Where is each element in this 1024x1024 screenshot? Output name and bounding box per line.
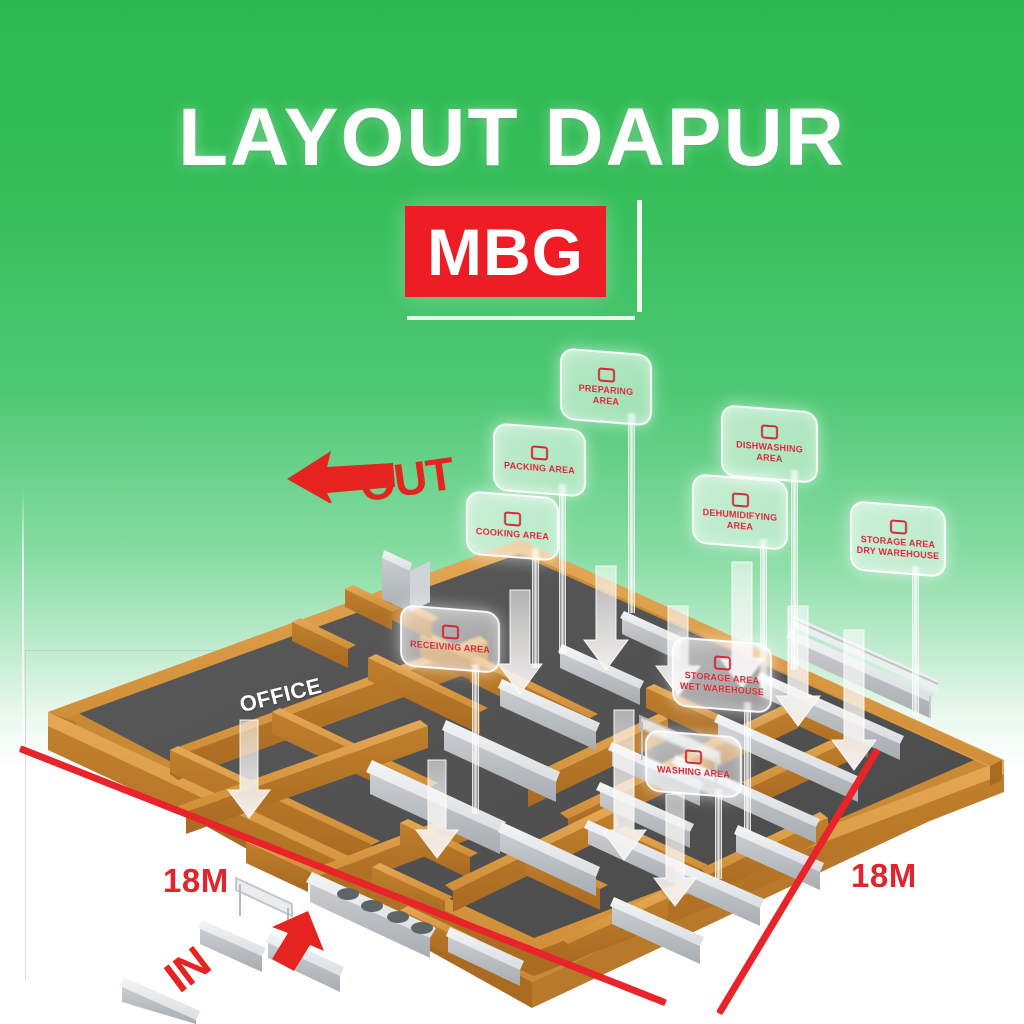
callout-label: DISHWASHING AREA xyxy=(736,439,803,464)
logo-frame-bottom-rule xyxy=(407,316,635,320)
callout-card[interactable]: STORAGE AREA DRY WAREHOUSE xyxy=(850,500,946,578)
callout-label: COOKING AREA xyxy=(475,526,550,543)
decorative-guide-frame xyxy=(25,650,355,980)
note-card-icon xyxy=(504,511,521,528)
callout-label: STORAGE AREA WET WAREHOUSE xyxy=(679,670,765,697)
note-card-icon xyxy=(761,424,778,441)
callout-stem xyxy=(472,664,479,814)
callout-label: STORAGE AREA DRY WAREHOUSE xyxy=(856,534,940,561)
page-title: LAYOUT DAPUR xyxy=(178,92,846,183)
note-card-icon xyxy=(889,519,907,536)
out-label: OUT xyxy=(356,446,457,512)
in-flow-indicator: IN xyxy=(128,905,358,1024)
callout-card[interactable]: DEHUMIDIFYING AREA xyxy=(692,473,788,551)
callout-stem xyxy=(912,566,919,716)
arrow-left-icon xyxy=(287,451,395,503)
isometric-floor-plan xyxy=(48,540,1004,1024)
logo-frame-right-rule xyxy=(637,200,642,312)
mbg-logo-text: MBG xyxy=(427,214,584,289)
callout-card[interactable]: COOKING AREA xyxy=(466,490,559,562)
dimension-label-right: 18M xyxy=(851,857,917,894)
callout-card[interactable]: DISHWASHING AREA xyxy=(721,404,818,484)
callout-stem xyxy=(532,548,539,668)
callout-stem xyxy=(791,470,798,670)
note-card-icon xyxy=(531,445,548,462)
callout-stem xyxy=(715,789,722,879)
callout-stem xyxy=(559,484,566,654)
callout-stem xyxy=(744,702,751,832)
dimension-label-left: 18M xyxy=(163,862,229,899)
note-card-icon xyxy=(441,624,459,641)
callout-card[interactable]: PREPARING AREA xyxy=(560,347,652,427)
poster-header: LAYOUT DAPUR xyxy=(0,96,1024,180)
callout-card[interactable]: STORAGE AREA WET WAREHOUSE xyxy=(672,636,772,714)
callout-label: RECEIVING AREA xyxy=(410,639,490,656)
callout-stem xyxy=(628,413,635,613)
note-card-icon xyxy=(713,655,731,672)
note-card-icon xyxy=(731,492,749,509)
callout-stem xyxy=(760,539,767,689)
callout-card[interactable]: WASHING AREA xyxy=(645,729,742,799)
arrow-up-right-icon xyxy=(272,911,324,971)
callout-label: WASHING AREA xyxy=(656,764,731,781)
out-flow-indicator: OUT xyxy=(283,443,468,513)
callout-card[interactable]: PACKING AREA xyxy=(493,422,586,498)
callout-label: PACKING AREA xyxy=(504,460,575,477)
callout-label: PREPARING AREA xyxy=(578,383,634,407)
note-card-icon xyxy=(685,749,702,766)
mbg-logo-badge: MBG xyxy=(405,206,606,297)
decorative-guide-line xyxy=(22,487,24,737)
logo-frame: MBG xyxy=(399,196,642,320)
callout-label: DEHUMIDIFYING AREA xyxy=(702,507,778,532)
callout-card[interactable]: RECEIVING AREA xyxy=(400,604,500,674)
note-card-icon xyxy=(597,367,615,384)
in-label: IN xyxy=(156,937,220,1003)
